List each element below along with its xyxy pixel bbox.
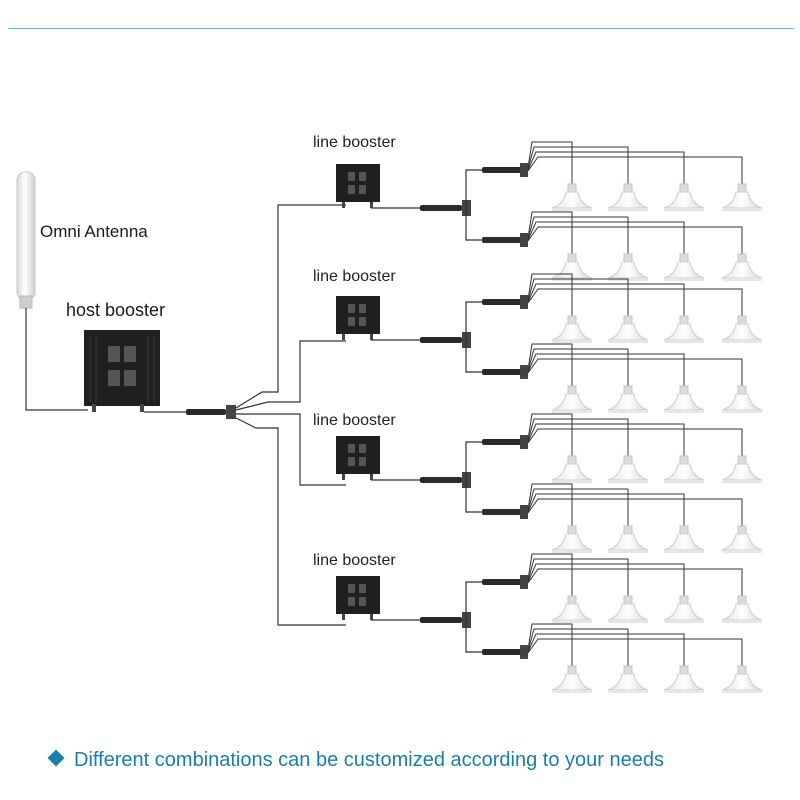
splitter (520, 233, 528, 247)
ceiling-antenna-icon (663, 385, 705, 413)
ceiling-antenna-icon (721, 665, 763, 693)
ceiling-antenna-icon (551, 385, 593, 413)
header-rule (8, 28, 794, 29)
line-booster-label-1: line booster (313, 134, 396, 151)
ceiling-antenna-icon (721, 385, 763, 413)
main-splitter (226, 405, 236, 419)
ceiling-antenna-icon (607, 385, 649, 413)
line-booster-label-3: line booster (313, 412, 396, 429)
omni-antenna-label: Omni Antenna (40, 222, 148, 241)
ceiling-antenna-icon (663, 595, 705, 623)
splitter (520, 295, 528, 309)
trunk-lines (235, 204, 346, 626)
line-booster-group-3 (336, 413, 763, 553)
line-booster-label-2: line booster (313, 268, 396, 285)
splitter (520, 575, 528, 589)
cable-connector (482, 369, 522, 375)
ceiling-antenna-icon (551, 665, 593, 693)
cable-connector (482, 579, 522, 585)
ceiling-antenna-icon (551, 525, 593, 553)
splitter (520, 435, 528, 449)
ceiling-antenna-icon (551, 183, 593, 211)
ceiling-antenna-icon (551, 315, 593, 343)
splitter (520, 365, 528, 379)
ceiling-antenna-icon (663, 525, 705, 553)
footer-note: Different combinations can be customized… (47, 749, 664, 772)
splitter (520, 163, 528, 177)
cable-connector (482, 509, 522, 515)
ceiling-antenna-icon (607, 525, 649, 553)
line-booster-icon (336, 576, 380, 620)
ceiling-antenna-icon (551, 455, 593, 483)
ceiling-antenna-icon (607, 253, 649, 281)
ceiling-antenna-icon (607, 665, 649, 693)
host-booster-label: host booster (66, 300, 166, 320)
ceiling-antenna-icon (721, 595, 763, 623)
ceiling-antenna-icon (607, 183, 649, 211)
cable-connector (482, 649, 522, 655)
omni-antenna-icon (16, 171, 36, 309)
cable-connector (482, 167, 522, 173)
cable-connector (482, 237, 522, 243)
ceiling-antenna-icon (721, 455, 763, 483)
main-cable-connector (186, 409, 226, 415)
ceiling-antenna-icon (607, 455, 649, 483)
ceiling-antenna-icon (663, 183, 705, 211)
ceiling-antenna-icon (663, 315, 705, 343)
ceiling-antenna-icon (721, 183, 763, 211)
ceiling-antenna-icon (663, 665, 705, 693)
line-booster-group-2 (336, 273, 763, 413)
line-booster-label-4: line booster (313, 552, 396, 569)
line-booster-group-1 (336, 141, 763, 281)
ceiling-antenna-icon (551, 595, 593, 623)
line-booster-icon (336, 164, 380, 208)
cable-connector (420, 477, 462, 483)
cable-connector (420, 617, 462, 623)
ceiling-antenna-icon (721, 525, 763, 553)
cable-connector (420, 337, 462, 343)
ceiling-antenna-icon (721, 253, 763, 281)
cable-connector (420, 205, 462, 211)
ceiling-antenna-icon (721, 315, 763, 343)
ceiling-antenna-icon (607, 315, 649, 343)
splitter (520, 645, 528, 659)
cable-connector (482, 299, 522, 305)
ceiling-antenna-icon (663, 455, 705, 483)
splitter (520, 505, 528, 519)
cable-connector (482, 439, 522, 445)
footer-text: Different combinations can be customized… (74, 749, 664, 771)
ceiling-antenna-icon (663, 253, 705, 281)
line-booster-icon (336, 436, 380, 480)
host-booster-icon (84, 330, 160, 412)
line-booster-icon (336, 296, 380, 340)
diamond-bullet-icon (47, 749, 65, 767)
ceiling-antenna-icon (607, 595, 649, 623)
line-booster-group-4 (336, 553, 763, 693)
